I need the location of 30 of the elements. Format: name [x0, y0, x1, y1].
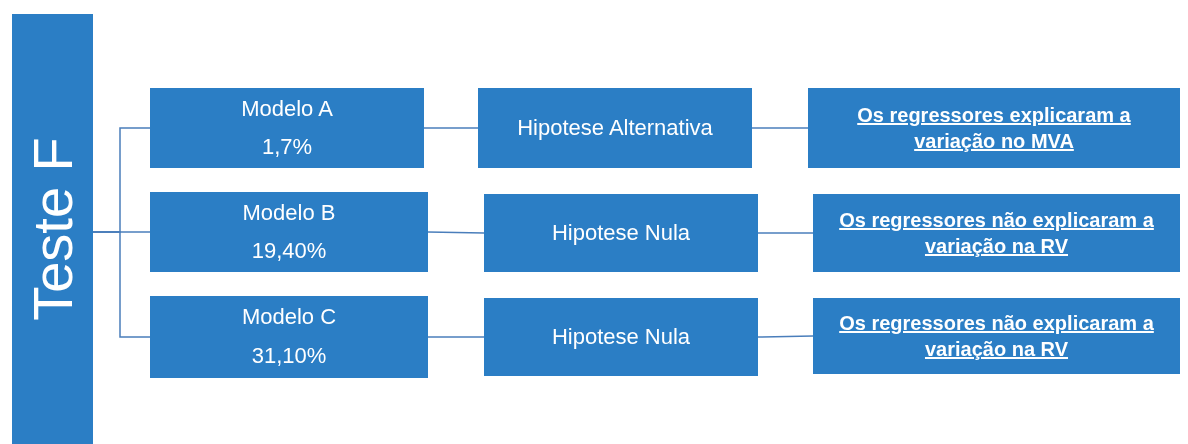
connector-line	[427, 336, 485, 338]
box-text: Os regressores explicaram a variação no MVA	[856, 103, 1132, 154]
result-box	[808, 88, 1180, 168]
hypothesis-box	[478, 88, 752, 168]
model-name: Modelo C	[241, 304, 337, 331]
box-text: Hipotese Nula	[551, 323, 691, 351]
connector-line	[427, 231, 485, 234]
model-box	[150, 88, 424, 168]
connector-line	[757, 335, 814, 338]
model-name: Modelo A	[241, 95, 333, 123]
connector-line	[757, 232, 814, 234]
result-box	[813, 194, 1180, 272]
model-name: Modelo B	[242, 199, 336, 227]
title-band	[12, 14, 93, 444]
hypothesis-box	[484, 298, 758, 376]
result-box	[813, 298, 1180, 374]
box-text: Hipotese Alternativa	[517, 114, 713, 142]
connector-line	[423, 127, 479, 129]
hypothesis-box	[484, 194, 758, 272]
title-text: Teste F	[19, 137, 85, 321]
model-box	[150, 296, 428, 378]
box-text: Hipotese Nula	[551, 219, 691, 247]
box-text: Os regressores não explicaram a variação na RV	[838, 311, 1155, 362]
percentage-value: 1,7%	[261, 133, 313, 161]
model-box	[150, 192, 428, 272]
connector-line	[751, 127, 809, 129]
percentage-value: 19,40%	[251, 237, 327, 265]
connector-line	[92, 231, 151, 338]
box-text: Os regressores não explicaram a variação na RV	[838, 208, 1155, 259]
percentage-value: 31,10%	[251, 343, 327, 370]
